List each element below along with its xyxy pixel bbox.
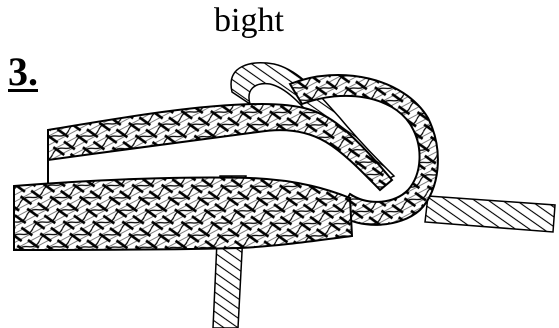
step-number: 3.: [8, 52, 38, 92]
bight-label: bight: [214, 4, 284, 38]
lower-rope-segment: [14, 177, 352, 250]
thin-line-tail: [425, 196, 555, 232]
